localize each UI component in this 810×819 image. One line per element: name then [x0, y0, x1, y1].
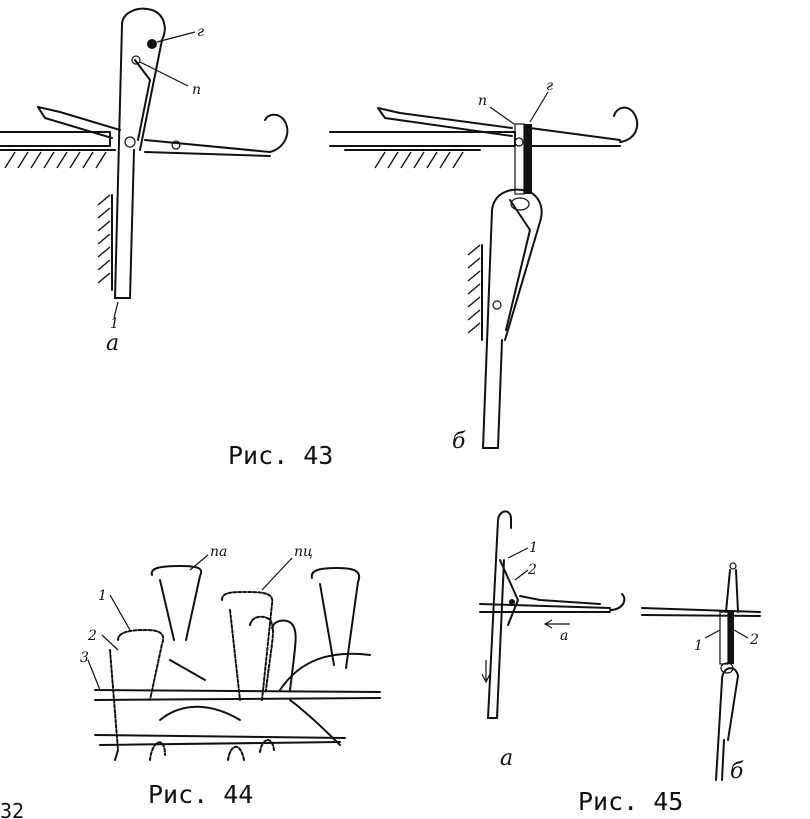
label-g-43a: г [197, 24, 204, 40]
label-1-45a: 1 [529, 540, 538, 556]
caption-fig-44: Рис. 44 [148, 780, 253, 809]
figure-44-drawing: па пц 1 2 3 [80, 544, 381, 761]
subfigure-a-43: а [106, 331, 119, 356]
label-pts-44: пц [294, 544, 313, 560]
figure-45a-drawing: 1 2 а а [479, 510, 626, 771]
label-p-43a: п [192, 82, 201, 98]
page-number: 32 [0, 799, 24, 819]
thick-bar-g [524, 124, 532, 194]
hatch-bed-43b [374, 151, 464, 169]
label-1-43a: 1 [110, 316, 119, 332]
hatch-bed-43a [4, 151, 107, 169]
label-2-45a: 2 [527, 562, 537, 578]
figure-43a-drawing: г п 1 а [0, 7, 289, 356]
label-1-44: 1 [98, 588, 107, 604]
label-1-45b: 1 [694, 638, 703, 654]
subfigure-b-45: б [730, 759, 744, 784]
label-g-43b: г [546, 78, 553, 94]
hook-dot [147, 39, 157, 49]
hatch-wall-43a [97, 194, 111, 284]
caption-fig-45: Рис. 45 [578, 787, 683, 816]
hatch-wall-43b [467, 244, 481, 334]
label-arrow-45a: а [560, 628, 568, 644]
caption-fig-43: Рис. 43 [228, 441, 333, 470]
figure-43b-drawing: п г б [329, 78, 639, 454]
label-p-43b: п [478, 93, 487, 109]
label-2-44: 2 [87, 628, 97, 644]
subfigure-a-45: а [500, 746, 513, 771]
subfigure-b-43: б [452, 429, 466, 454]
label-2-45b: 2 [749, 632, 759, 648]
figure-45b-drawing: 1 2 б [641, 562, 761, 784]
label-3-44: 3 [80, 650, 89, 666]
label-pa-44: па [210, 544, 227, 560]
